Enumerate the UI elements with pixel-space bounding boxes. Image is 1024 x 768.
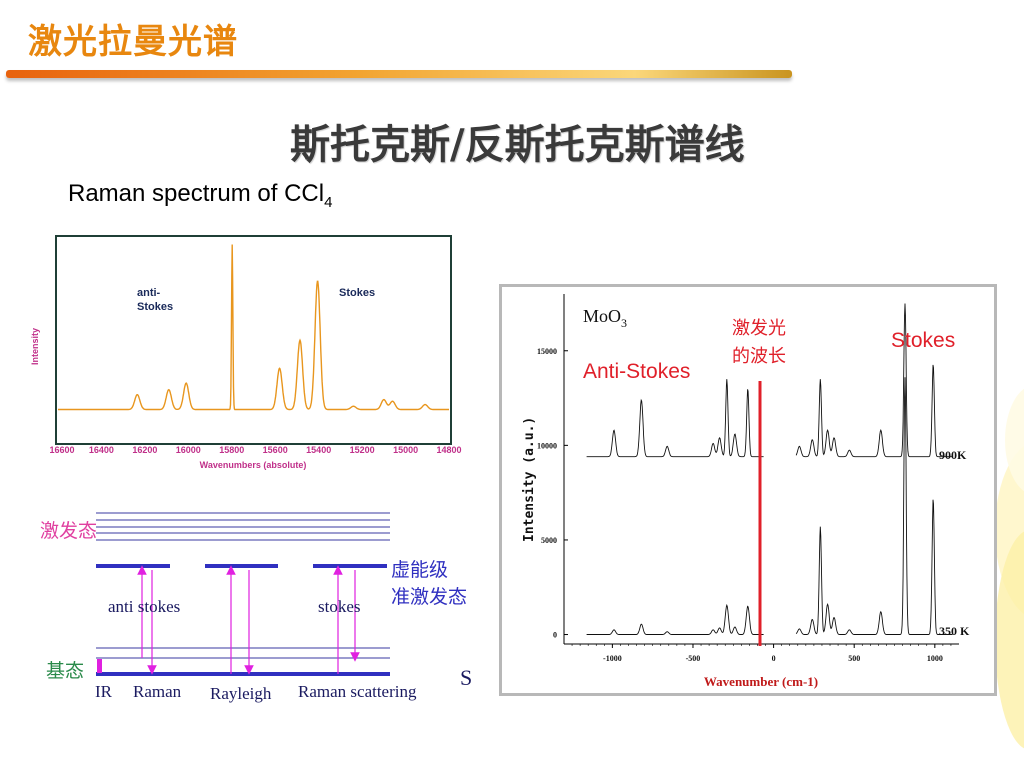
- title-underline-bar: [6, 70, 792, 78]
- ccl4-x-tick-label: 15200: [350, 445, 375, 455]
- virtual-level-label: 虚能级: [391, 559, 448, 581]
- moo3-x-tick-label: -1000: [603, 654, 622, 663]
- moo3-y-tick-label: 10000: [537, 441, 557, 450]
- ccl4-y-axis-label: Intensity: [30, 328, 40, 365]
- ccl4-title-text: Raman spectrum of CCl: [68, 180, 325, 207]
- moo3-x-tick-label: 500: [848, 654, 860, 663]
- ccl4-anti-stokes-label-1: anti-: [137, 287, 161, 299]
- raman-label: Raman: [133, 682, 182, 701]
- ccl4-x-axis-label: Wavenumbers (absolute): [200, 460, 307, 470]
- ir-transition-mark: [97, 659, 102, 673]
- moo3-trace-350k: [586, 377, 953, 635]
- moo3-figure-frame: [499, 284, 997, 696]
- ccl4-plot-frame: [55, 235, 452, 445]
- ccl4-x-tick-label: 16400: [89, 445, 114, 455]
- excited-state-label: 激发态: [40, 520, 97, 542]
- moo3-anti-stokes-label: Anti-Stokes: [583, 360, 690, 383]
- ccl4-x-tick-label: 15400: [306, 445, 331, 455]
- slide-subtitle: 斯托克斯/反斯托克斯谱线: [290, 121, 745, 168]
- moo3-x-axis-label: Wavenumber (cm-1): [704, 674, 818, 689]
- moo3-spectrum-chart: 15000 10000 5000 0 -1000 -500 0 500 1000 MoO3 A…: [499, 284, 997, 696]
- ir-label: IR: [95, 682, 113, 701]
- moo3-stokes-label: Stokes: [891, 329, 955, 352]
- ccl4-anti-stokes-label-2: Stokes: [137, 301, 173, 313]
- ground-state-label: 基态: [46, 660, 84, 682]
- laser-wavelength-label-2: 的波长: [732, 346, 786, 366]
- compound-subscript: 3: [621, 316, 627, 330]
- ccl4-chart-title: Raman spectrum of CCl4: [68, 180, 332, 211]
- ccl4-spectrum-line: [58, 244, 449, 411]
- trace-label-350k: 350 K: [939, 624, 970, 638]
- moo3-x-tick-label: -500: [686, 654, 701, 663]
- moo3-x-ticks: -1000 -500 0 500 1000: [571, 644, 952, 663]
- ccl4-x-tick-label: 15800: [219, 445, 244, 455]
- ccl4-spectrum-chart: anti- Stokes Stokes Intensity 16600 16400…: [30, 235, 462, 470]
- ccl4-x-tick-label: 16200: [132, 445, 157, 455]
- rayleigh-label: Rayleigh: [210, 684, 272, 703]
- moo3-y-tick-label: 5000: [541, 536, 557, 545]
- compound-main: MoO: [583, 306, 621, 326]
- ccl4-x-tick-label: 16000: [176, 445, 201, 455]
- trace-label-900k: 900K: [939, 448, 967, 462]
- stokes-text: stokes: [318, 597, 361, 616]
- ccl4-x-ticks: 16600 16400 16200 16000 15800 15600 15400 15200…: [49, 445, 461, 455]
- raman-scattering-label: Raman scattering: [298, 682, 417, 701]
- moo3-y-tick-label: 0: [553, 631, 557, 640]
- moo3-x-tick-label: 0: [772, 654, 776, 663]
- transition-arrows: [137, 565, 360, 675]
- moo3-y-ticks: 15000 10000 5000 0: [537, 347, 568, 640]
- moo3-y-axis-label: Intensity (a.u.): [522, 417, 537, 542]
- slide-title: 激光拉曼光谱: [28, 22, 238, 62]
- vibrational-levels: [96, 647, 390, 659]
- energy-level-diagram: 激发态 虚能级 准激发态 基态 anti stokes stokes IR Ra…: [40, 512, 472, 703]
- ccl4-x-tick-label: 15000: [393, 445, 418, 455]
- clipped-trailing-char: S: [460, 665, 472, 690]
- laser-wavelength-label-1: 激发光: [732, 318, 786, 338]
- moo3-y-tick-label: 15000: [537, 347, 557, 356]
- ccl4-stokes-label: Stokes: [339, 287, 375, 299]
- ccl4-x-tick-label: 16600: [49, 445, 74, 455]
- moo3-x-tick-label: 1000: [927, 654, 943, 663]
- ccl4-x-tick-label: 14800: [436, 445, 461, 455]
- anti-stokes-text: anti stokes: [108, 597, 180, 616]
- moo3-compound-label: MoO3: [583, 306, 627, 330]
- ccl4-title-subscript: 4: [324, 193, 333, 211]
- ccl4-x-tick-label: 15600: [263, 445, 288, 455]
- excited-state-levels: [96, 512, 390, 541]
- quasi-excited-label: 准激发态: [391, 586, 467, 608]
- moo3-trace-900k: [586, 303, 953, 458]
- decorative-flower: [995, 388, 1024, 749]
